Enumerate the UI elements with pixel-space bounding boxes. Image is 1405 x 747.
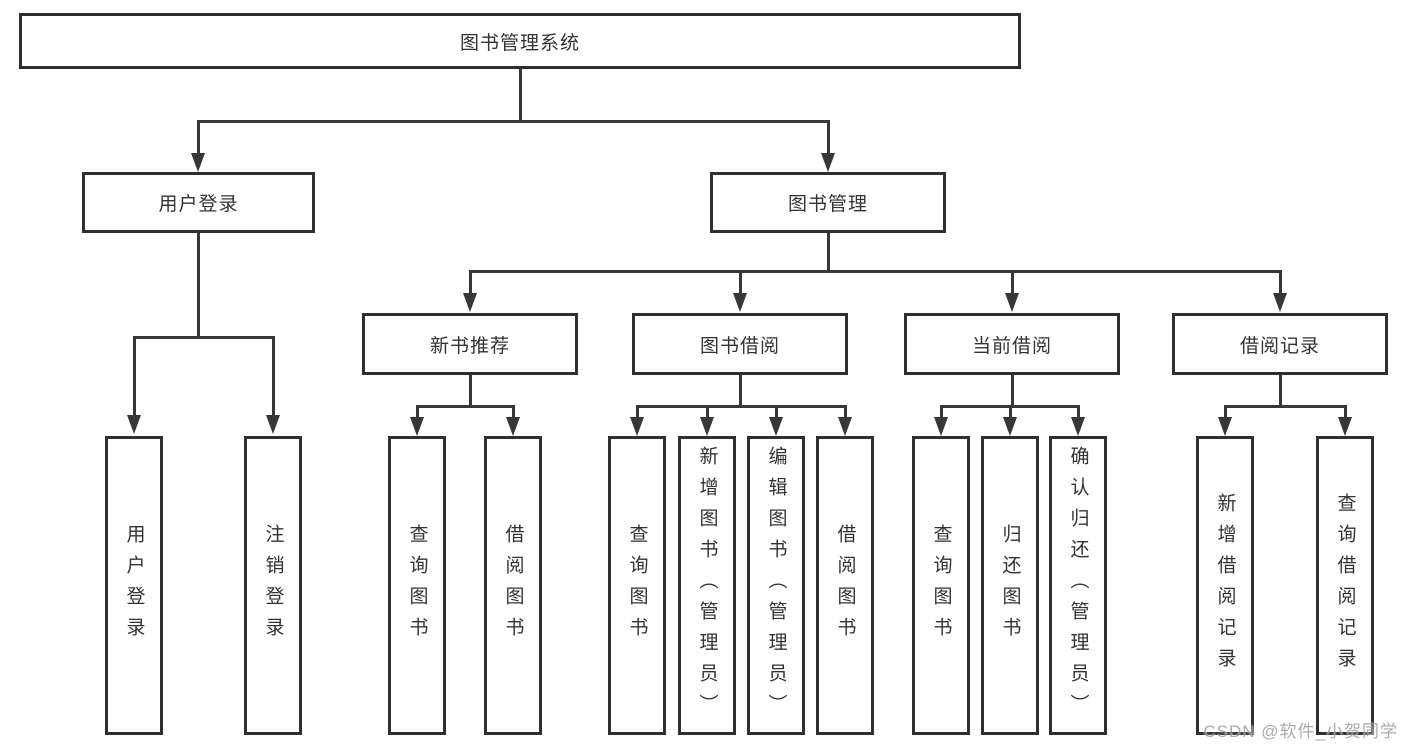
- arrow-down-icon: [769, 405, 783, 436]
- arrow-down-icon: [821, 120, 835, 172]
- leaf-edit-book-admin: 编辑图书（管理员）: [747, 436, 805, 735]
- arrow-down-icon: [463, 270, 477, 312]
- connector-borrowing-records-stem: [1278, 375, 1282, 407]
- arrow-down-icon: [838, 405, 852, 436]
- leaf-query-books-borrowing: 查询图书: [608, 436, 666, 735]
- connector-book-borrowing-rail: [635, 405, 847, 408]
- node-user-login: 用户登录: [82, 172, 315, 233]
- arrow-down-icon: [700, 405, 714, 436]
- node-book-borrowing: 图书借阅: [632, 313, 848, 375]
- arrow-down-icon: [127, 336, 141, 434]
- node-new-book-recommend: 新书推荐: [362, 313, 578, 375]
- connector-borrowing-records-rail: [1223, 405, 1347, 408]
- leaf-query-books-recommend: 查询图书: [388, 436, 446, 735]
- connector-user-login-stem: [196, 233, 200, 338]
- connector-book-management-stem: [826, 233, 830, 272]
- arrow-down-icon: [1071, 405, 1085, 436]
- arrow-down-icon: [191, 120, 205, 172]
- leaf-query-books-current: 查询图书: [912, 436, 970, 735]
- arrow-down-icon: [410, 405, 424, 436]
- connector-user-login-rail: [132, 336, 275, 339]
- arrow-down-icon: [1005, 270, 1019, 312]
- csdn-watermark: CSDN @软件_小贺同学: [1203, 722, 1398, 741]
- node-book-management: 图书管理: [710, 172, 946, 233]
- arrow-down-icon: [1003, 405, 1017, 436]
- leaf-query-borrow-record: 查询借阅记录: [1316, 436, 1374, 735]
- arrow-down-icon: [1218, 405, 1232, 436]
- leaf-return-books: 归还图书: [981, 436, 1039, 735]
- leaf-borrow-books-borrowing: 借阅图书: [816, 436, 874, 735]
- arrow-down-icon: [934, 405, 948, 436]
- arrow-down-icon: [506, 405, 520, 436]
- node-current-borrowing: 当前借阅: [904, 313, 1120, 375]
- arrow-down-icon: [733, 270, 747, 312]
- connector-new-book-rail: [415, 405, 515, 408]
- leaf-user-login: 用户登录: [105, 436, 163, 735]
- arrow-down-icon: [1273, 270, 1287, 312]
- leaf-borrow-books-recommend: 借阅图书: [484, 436, 542, 735]
- leaf-confirm-return-admin: 确认归还（管理员）: [1049, 436, 1107, 735]
- arrow-down-icon: [1338, 405, 1352, 436]
- arrow-down-icon: [630, 405, 644, 436]
- leaf-add-book-admin: 新增图书（管理员）: [678, 436, 736, 735]
- connector-root-stem: [518, 69, 522, 122]
- leaf-add-borrow-record: 新增借阅记录: [1196, 436, 1254, 735]
- leaf-logout: 注销登录: [244, 436, 302, 735]
- connector-level2-rail: [196, 120, 830, 123]
- connector-book-borrowing-stem: [738, 375, 742, 407]
- node-borrowing-records: 借阅记录: [1172, 313, 1388, 375]
- connector-new-book-stem: [468, 375, 472, 407]
- node-library-management-system: 图书管理系统: [19, 13, 1021, 69]
- arrow-down-icon: [266, 336, 280, 434]
- connector-current-borrowing-stem: [1010, 375, 1014, 407]
- connector-level3-rail: [468, 270, 1282, 273]
